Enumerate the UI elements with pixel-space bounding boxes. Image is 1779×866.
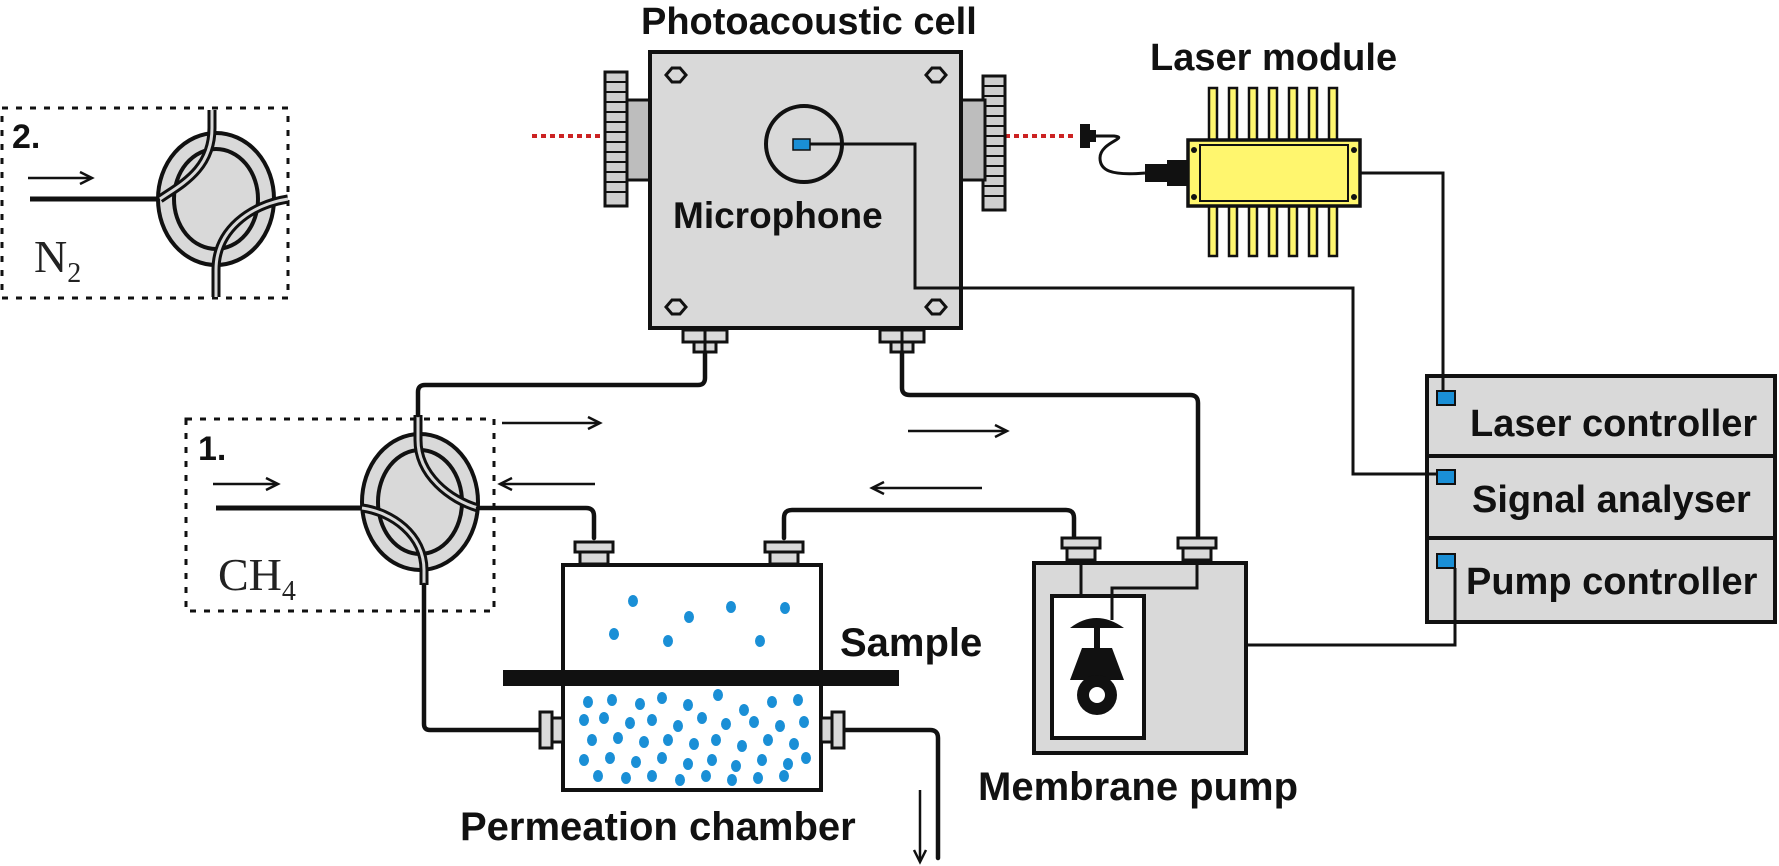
valve1-dashed-frame xyxy=(184,417,496,613)
laser-module xyxy=(1080,86,1362,258)
left-flange-ribs xyxy=(605,81,627,193)
laser-controller-label: Laser controller xyxy=(1470,403,1757,445)
permeation-chamber-label: Permeation chamber xyxy=(460,805,856,849)
right-flange-ribs xyxy=(983,85,1005,197)
photoacoustic-cell xyxy=(532,50,1075,354)
valve2-group: 2. N2 xyxy=(0,106,290,300)
signal-analyser-label: Signal analyser xyxy=(1472,479,1751,521)
tube-valve1-to-chamber-bottom xyxy=(421,582,543,733)
pump-control-wire xyxy=(1246,568,1457,647)
cell-bolts xyxy=(664,66,948,316)
valve1-group: 1. CH4 xyxy=(184,415,496,613)
microphone-label: Microphone xyxy=(673,195,883,236)
photoacoustic-cell-label: Photoacoustic cell xyxy=(641,1,977,43)
fiber-connector-icon xyxy=(1145,164,1167,182)
cell-port-right xyxy=(878,328,926,354)
membrane-pump-label: Membrane pump xyxy=(978,765,1298,809)
signal-analyser-indicator xyxy=(1436,469,1456,485)
flow-arrows xyxy=(497,415,1010,865)
gas-tubing xyxy=(415,349,1201,861)
valve1-number: 1. xyxy=(198,430,226,468)
tube-valve1-to-chamber xyxy=(475,505,597,541)
tube-chamber-outlet xyxy=(837,727,941,861)
tube-cell-to-valve1 xyxy=(415,349,708,418)
laser-controller-indicator xyxy=(1436,390,1456,406)
upper-molecules xyxy=(609,595,790,647)
valve1-gas-label: CH4 xyxy=(218,549,296,607)
valve2-gas-label: N2 xyxy=(34,231,81,289)
photoacoustic-cell-body xyxy=(648,50,963,330)
piston-icon xyxy=(1070,618,1124,715)
sample-label: Sample xyxy=(840,621,982,665)
membrane-pump xyxy=(1032,536,1248,755)
pump-controller-box xyxy=(1425,536,1777,624)
tube-chamber-to-pump xyxy=(781,507,1077,541)
tube-cell-to-pump xyxy=(899,349,1201,539)
signal-wires xyxy=(810,142,1457,647)
controller-rack xyxy=(1425,374,1777,624)
laser-module-body xyxy=(1186,138,1362,208)
laser-module-label: Laser module xyxy=(1150,37,1397,79)
cell-port-left xyxy=(681,328,729,354)
permeation-chamber xyxy=(503,540,899,792)
valve2-number: 2. xyxy=(12,118,40,156)
pump-controller-indicator xyxy=(1436,553,1456,569)
microphone-signal-wire xyxy=(810,142,1437,476)
lower-molecules xyxy=(579,689,811,786)
pump-controller-label: Pump controller xyxy=(1466,561,1758,603)
sample-membrane xyxy=(503,670,899,686)
microphone-sensor xyxy=(792,138,811,151)
laser-control-wire xyxy=(1360,171,1445,391)
